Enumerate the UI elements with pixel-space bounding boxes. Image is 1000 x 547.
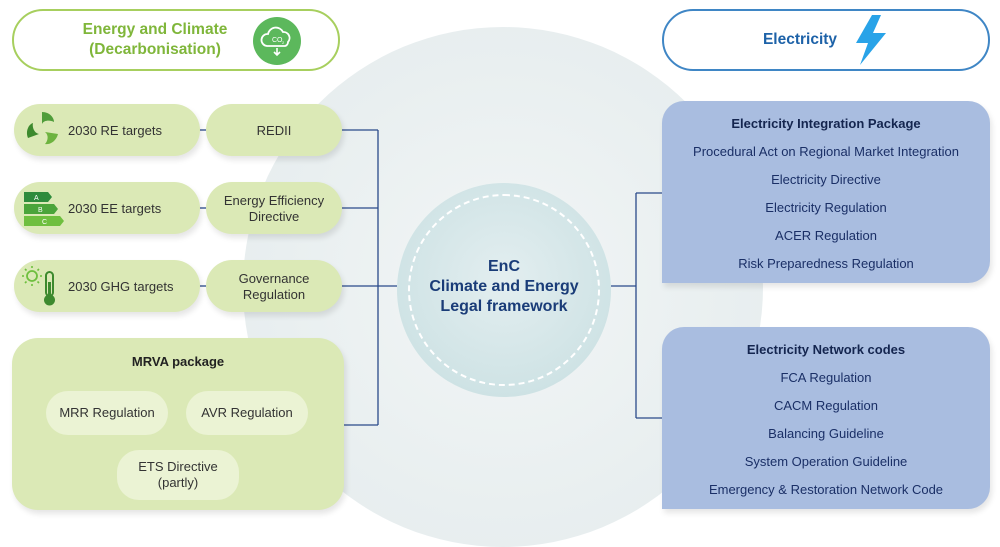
center-dashed-ring bbox=[408, 194, 600, 386]
integration-item: Risk Preparedness Regulation bbox=[738, 256, 914, 271]
integration-package-box bbox=[662, 101, 990, 283]
integration-item: ACER Regulation bbox=[775, 228, 877, 243]
redii-label: REDII bbox=[256, 123, 292, 138]
energy-climate-title-line1: Energy and Climate bbox=[82, 21, 228, 38]
integration-package-title: Electricity Integration Package bbox=[731, 116, 921, 131]
network-code-item: Balancing Guideline bbox=[768, 426, 884, 441]
network-code-item: System Operation Guideline bbox=[744, 454, 908, 469]
network-code-item: FCA Regulation bbox=[780, 370, 872, 385]
svg-text:C: C bbox=[42, 219, 47, 226]
energy-rating-icon: A B C bbox=[24, 192, 64, 226]
ghg-targets-label: 2030 GHG targets bbox=[68, 279, 174, 294]
svg-text:CO: CO bbox=[272, 37, 283, 44]
network-codes-title: Electricity Network codes bbox=[746, 342, 906, 357]
governance-line1: Governance bbox=[238, 271, 310, 286]
energy-efficiency-line2: Directive bbox=[248, 209, 300, 224]
svg-text:2: 2 bbox=[282, 40, 285, 45]
energy-efficiency-line1: Energy Efficiency bbox=[223, 193, 325, 208]
ee-targets-label: 2030 EE targets bbox=[68, 201, 162, 216]
lightning-bolt-icon bbox=[856, 15, 886, 65]
ets-directive-line2: (partly) bbox=[157, 475, 199, 490]
electricity-title: Electricity bbox=[762, 31, 838, 48]
network-code-item: Emergency & Restoration Network Code bbox=[708, 482, 944, 497]
integration-item: Electricity Regulation bbox=[765, 200, 887, 215]
energy-climate-title: Energy and Climate (Decarbonisation) bbox=[40, 20, 270, 60]
center-title: EnC Climate and Energy Legal framework bbox=[397, 257, 611, 317]
co2-cloud-icon: CO 2 bbox=[253, 17, 301, 65]
integration-item: Electricity Directive bbox=[771, 172, 881, 187]
integration-item: Procedural Act on Regional Market Integr… bbox=[693, 144, 959, 159]
governance-pill bbox=[206, 260, 342, 312]
electricity-header bbox=[662, 9, 990, 71]
network-code-item: CACM Regulation bbox=[773, 398, 879, 413]
energy-efficiency-pill bbox=[206, 182, 342, 234]
svg-text:B: B bbox=[38, 207, 43, 214]
network-codes-box bbox=[662, 327, 990, 509]
avr-regulation-pill: AVR Regulation bbox=[186, 391, 308, 435]
center-title-line2: Climate and Energy bbox=[429, 278, 579, 295]
thermometer-sun-icon bbox=[22, 266, 55, 306]
governance-label: Governance Regulation bbox=[206, 271, 342, 303]
recycle-leaves-icon bbox=[26, 112, 58, 145]
mrr-regulation-pill: MRR Regulation bbox=[46, 391, 168, 435]
energy-climate-title-line2: (Decarbonisation) bbox=[89, 41, 221, 58]
center-title-line1: EnC bbox=[488, 258, 520, 275]
mrva-package-title: MRVA package bbox=[131, 354, 225, 369]
ets-directive-line1: ETS Directive bbox=[138, 459, 218, 474]
center-title-line3: Legal framework bbox=[440, 298, 568, 315]
redii-pill bbox=[206, 104, 342, 156]
svg-text:A: A bbox=[34, 195, 39, 202]
energy-efficiency-label: Energy Efficiency Directive bbox=[206, 193, 342, 225]
ets-directive-pill: ETS Directive (partly) bbox=[117, 450, 239, 500]
governance-line2: Regulation bbox=[242, 287, 306, 302]
re-targets-label: 2030 RE targets bbox=[68, 123, 162, 138]
